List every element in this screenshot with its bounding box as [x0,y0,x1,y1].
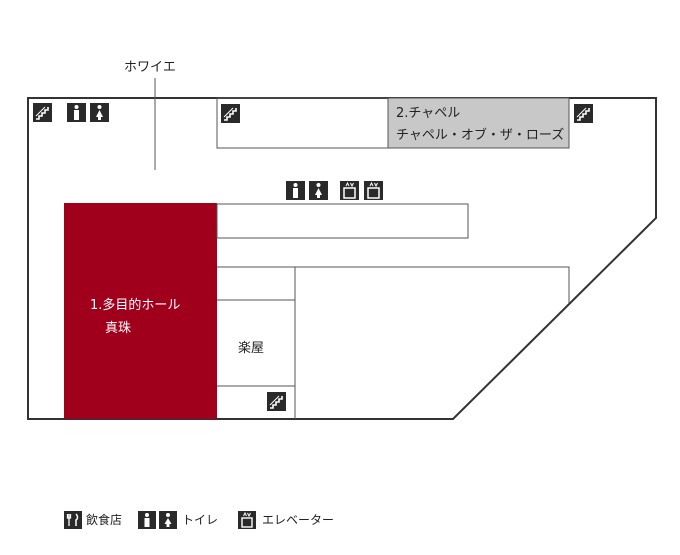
hall-room [64,203,217,419]
male-restroom-icon [138,511,156,529]
upper-room [216,97,389,149]
elevator-icon [364,181,383,200]
stairs-icon [221,104,240,123]
stairs-icon [574,104,593,123]
foyer-label: ホワイエ [124,60,176,75]
chapel-name: チャペル・オブ・ザ・ローズ [396,128,565,143]
legend-elevator-label: エレベーター [262,513,335,527]
elevator-icon [238,511,256,529]
chapel-title: 2.チャペル [396,106,461,121]
hall-name: 真珠 [105,321,132,336]
legend-restroom-label: トイレ [182,513,219,527]
green-room-label: 楽屋 [238,341,265,356]
stairs-icon [267,392,286,411]
elevator-icon [340,181,359,200]
female-restroom-icon [90,103,109,122]
corridor-room [216,203,469,239]
hall-title: 1.多目的ホール [90,298,181,313]
restaurant-icon [64,511,82,529]
male-restroom-icon [67,103,86,122]
lower-right-room [217,266,570,419]
female-restroom-icon [309,181,328,200]
legend-restaurant-label: 飲食店 [86,513,123,527]
female-restroom-icon [159,511,177,529]
male-restroom-icon [286,181,305,200]
stairs-icon [33,103,52,122]
chapel-room [387,97,570,149]
